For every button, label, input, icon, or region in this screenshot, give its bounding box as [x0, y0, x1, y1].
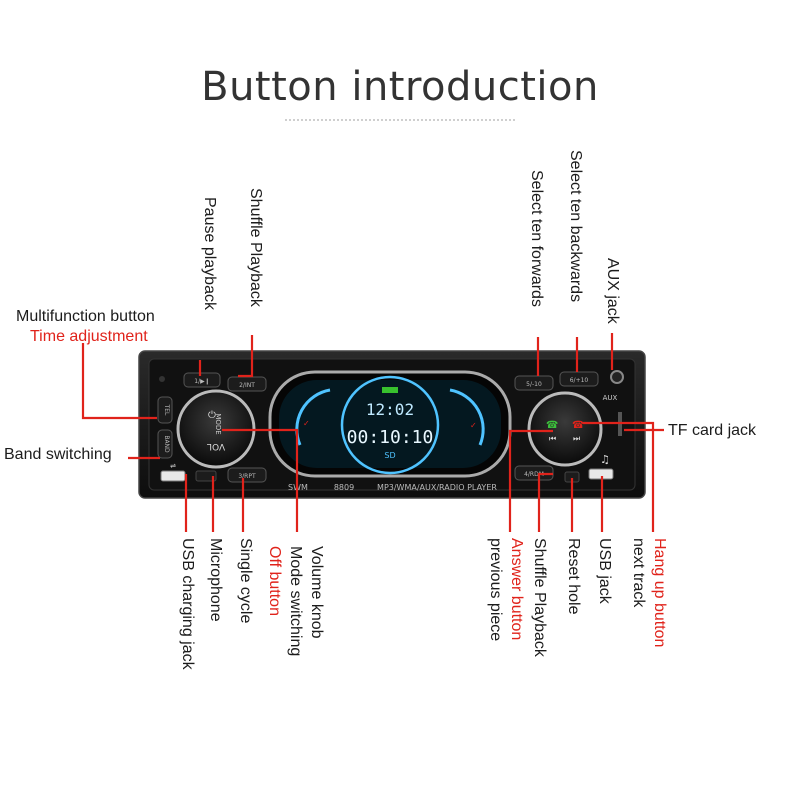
aux-jack [610, 370, 624, 384]
power-icon: ⏻ [208, 410, 216, 421]
label-aux-jack: AUX jack [604, 258, 621, 324]
button-3[interactable] [227, 467, 267, 483]
label-usb-charging: USB charging jack [179, 538, 196, 670]
band-button[interactable] [157, 429, 173, 459]
formats-label: MP3/WMA/AUX/RADIO PLAYER [377, 483, 497, 492]
phone-hangup-icon: ☎ [572, 420, 584, 431]
label-hangup-group: Hang up button next track [630, 538, 668, 648]
mic-hole [159, 376, 165, 382]
line-shuffle-top [238, 335, 254, 378]
label-select-back: Select ten backwards [567, 150, 584, 303]
button-6-label: 6/+10 [570, 377, 589, 384]
aux-label: AUX [603, 394, 618, 402]
mode-label: MODE [214, 413, 222, 434]
tel-button[interactable] [157, 396, 173, 424]
label-multifunction: Multifunction button [16, 308, 155, 325]
mic-button [195, 470, 217, 482]
button-4-label: 4/RDM [524, 471, 544, 478]
label-time-adjustment: Time adjustment [30, 328, 148, 345]
vol-label: VOL [207, 441, 225, 451]
lcd-sd-icon: SD [384, 451, 395, 460]
usb-icon: ⇌ [170, 462, 176, 470]
line-hangup [583, 421, 655, 532]
label-tf-card: TF card jack [668, 422, 757, 439]
label-reset-hole: Reset hole [565, 538, 582, 615]
phone-answer-icon: ☎ [546, 420, 558, 431]
label-shuffle-top: Shuffle Playback [247, 188, 264, 307]
label-answer-group: Answer button previous piece [487, 538, 525, 642]
tel-label: TEL [163, 404, 170, 416]
lcd-left-mark: ✓ [303, 419, 310, 428]
label-pause: Pause playback [201, 197, 218, 310]
button-1[interactable] [183, 372, 221, 388]
button-1-label: 1/▶❙ [194, 378, 209, 385]
skip-forward-icon: ⏭ [573, 434, 580, 443]
lcd-center-dial [340, 375, 440, 475]
line-volume [222, 428, 299, 532]
lcd-clock: 12:02 [366, 400, 414, 419]
line-shuffle-bottom [537, 472, 553, 532]
button-6[interactable] [559, 371, 599, 387]
label-shuffle-bottom: Shuffle Playback [531, 538, 548, 657]
lcd-time: 00:10:10 [347, 427, 434, 448]
music-note-icon: ♫ [600, 453, 610, 466]
band-label: BAND [163, 435, 170, 453]
button-5-label: 5/-10 [526, 381, 542, 388]
lcd-indicator [382, 387, 398, 393]
page-title: Button introduction [201, 64, 599, 110]
button-5[interactable] [514, 375, 554, 391]
right-knob[interactable] [527, 391, 603, 467]
label-band-switching: Band switching [4, 446, 112, 463]
callout-lines [81, 333, 664, 532]
usb-charging-port [160, 470, 186, 482]
lcd-right-gauge [449, 388, 485, 446]
label-usb-jack: USB jack [596, 538, 613, 604]
label-microphone: Microphone [207, 538, 224, 622]
model-label: 8809 [334, 483, 354, 492]
title-underline [285, 119, 515, 121]
lcd-right-mark: ✓ [470, 421, 477, 430]
skip-back-icon: ⏮ [549, 434, 556, 443]
label-volume-group: Volume knob Mode switching Off button [266, 546, 325, 657]
line-multifunction [81, 343, 157, 420]
lcd-screen [279, 380, 501, 468]
label-single-cycle: Single cycle [237, 538, 254, 624]
line-answer [508, 429, 553, 532]
label-select-fwd: Select ten forwards [528, 170, 545, 307]
button-3-label: 3/RPT [238, 473, 256, 480]
button-2-label: 2/INT [239, 382, 255, 389]
